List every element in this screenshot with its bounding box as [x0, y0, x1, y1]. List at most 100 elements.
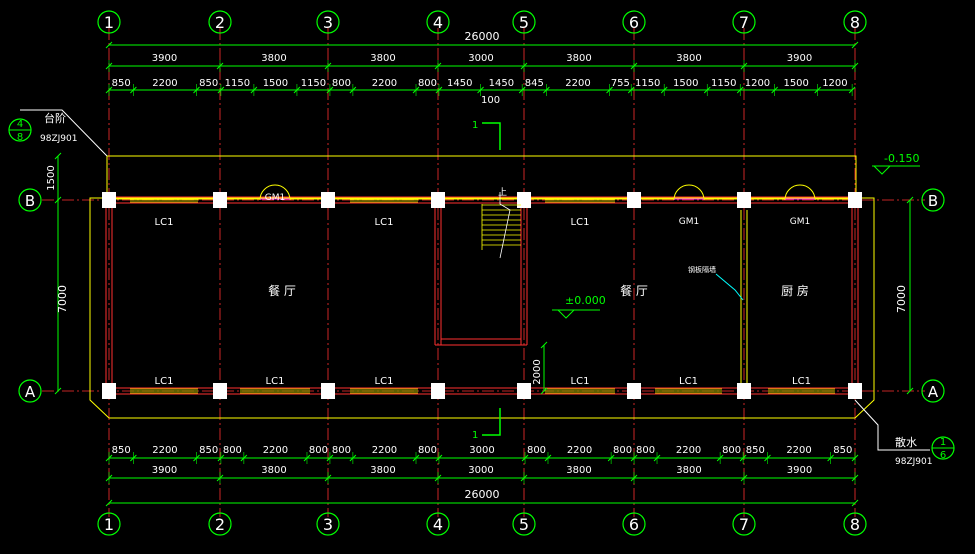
dim-tick [54, 387, 62, 395]
grid-bubble-label: 5 [519, 515, 529, 534]
door-swing [688, 184, 705, 201]
detail-dim-bottom-label: 800 [309, 445, 328, 456]
detail-dim-bottom-label: 850 [199, 445, 218, 456]
detail-dim-top-label: 1150 [301, 78, 326, 89]
door-label-gm1: GM1 [790, 217, 810, 227]
grid-bubble-label: 7 [739, 515, 749, 534]
detail-dim-bottom-label: 2200 [786, 445, 811, 456]
grid-bubble [426, 10, 450, 34]
detail-dim-bottom-label: 800 [332, 445, 351, 456]
ref-step-sheet: 8 [17, 132, 23, 143]
grid-bubble-label: 2 [215, 515, 225, 534]
elevation-main: ±0.000 [565, 294, 606, 307]
total-length-top: 26000 [465, 30, 500, 43]
elevation-triangle [556, 309, 576, 319]
grid-bubble [316, 10, 340, 34]
column [102, 192, 116, 208]
column [848, 383, 862, 399]
bay-dim-top-label: 3800 [261, 53, 286, 64]
ref-leader-apron [854, 399, 930, 451]
ref-step-code: 98ZJ901 [40, 134, 77, 144]
grid-bubble-label: 2 [215, 13, 225, 32]
detail-dim-top-label: 850 [112, 78, 131, 89]
detail-dim-top-label: 1150 [711, 78, 736, 89]
column [627, 383, 641, 399]
grid-bubble [97, 10, 121, 34]
dim-2000: 2000 [532, 359, 543, 384]
detail-dim-top-label: 2200 [152, 78, 177, 89]
dim-tick [540, 387, 548, 395]
column [737, 383, 751, 399]
column [517, 192, 531, 208]
ref-apron-code: 98ZJ901 [895, 457, 932, 467]
room-label-dining-right: 餐 厅 [620, 283, 648, 298]
partition-leader [715, 273, 744, 301]
grid-bubble [208, 10, 232, 34]
detail-dim-top-label: 1200 [745, 78, 770, 89]
grid-bubble [512, 10, 536, 34]
elevation-triangle [872, 165, 892, 175]
dim-tick [105, 499, 113, 507]
detail-dim-top-label: 755 [611, 78, 630, 89]
partition-note: 钢板隔墙 [688, 265, 716, 274]
dim-tick [851, 499, 859, 507]
side-dim-right: 7000 [895, 285, 908, 313]
column [321, 383, 335, 399]
detail-dim-bottom-label: 2200 [676, 445, 701, 456]
dim-tick [54, 152, 62, 160]
dim-tick [105, 41, 113, 49]
column [737, 192, 751, 208]
dim-tick [906, 387, 914, 395]
bay-dim-top-label: 3000 [468, 53, 493, 64]
ref-apron-num: 1 [940, 437, 946, 448]
grid-bubble-label: A [25, 383, 36, 401]
window-label-lc1: LC1 [155, 217, 174, 228]
detail-dim-bottom-label: 3000 [469, 445, 494, 456]
grid-bubble [208, 512, 232, 536]
detail-dim-bottom-label: 850 [833, 445, 852, 456]
column [213, 192, 227, 208]
door-label-gm1: GM1 [265, 193, 285, 203]
grid-bubble [732, 512, 756, 536]
detail-dim-bottom-label: 800 [223, 445, 242, 456]
grid-bubble [622, 10, 646, 34]
section-mark-top: 1 [472, 120, 478, 131]
grid-bubble [843, 10, 867, 34]
grid-bubble [426, 512, 450, 536]
grid-bubble [843, 512, 867, 536]
detail-dim-top-label: 1150 [635, 78, 660, 89]
detail-dim-top-label: 1200 [822, 78, 847, 89]
detail-dim-bottom-label: 800 [722, 445, 741, 456]
detail-dim-bottom-label: 2200 [372, 445, 397, 456]
window-label-lc1: LC1 [155, 376, 174, 387]
detail-dim-top-label: 1450 [489, 78, 514, 89]
grid-bubble [18, 379, 42, 403]
grid-bubble [512, 512, 536, 536]
detail-dim-top-label: 850 [199, 78, 218, 89]
room-label-kitchen: 厨 房 [781, 283, 809, 298]
detail-dim-top-label: 845 [525, 78, 544, 89]
grid-bubble-label: 8 [850, 13, 860, 32]
grid-bubble-label: B [928, 192, 938, 210]
window-label-lc1: LC1 [375, 217, 394, 228]
ref-step-num: 4 [17, 119, 23, 130]
window-label-lc1: LC1 [266, 376, 285, 387]
grid-bubble-label: 7 [739, 13, 749, 32]
bay-dim-bottom-label: 3800 [370, 465, 395, 476]
grid-bubble-label: 6 [629, 515, 639, 534]
column [431, 383, 445, 399]
detail-dim-top-label: 800 [418, 78, 437, 89]
ref-apron-sheet: 6 [940, 450, 946, 461]
detail-dim-top-label: 1150 [225, 78, 250, 89]
grid-bubble [316, 512, 340, 536]
detail-dim-bottom-label: 2200 [567, 445, 592, 456]
annotations: 餐 厅 餐 厅 厨 房 ±0.000 -0.150 上 钢板隔墙 1 1 260… [17, 30, 946, 501]
section-mark-bottom: 1 [472, 430, 478, 441]
grid-bubble-label: 5 [519, 13, 529, 32]
detail-dim-bottom-label: 850 [746, 445, 765, 456]
grid-bubble-label: 4 [433, 13, 443, 32]
